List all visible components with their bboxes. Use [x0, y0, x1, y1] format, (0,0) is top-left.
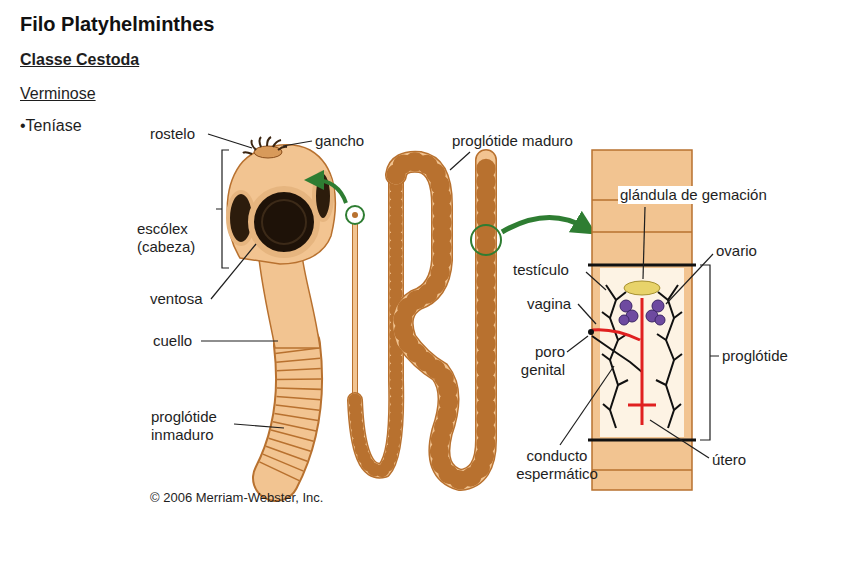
part-label: ovario [716, 242, 757, 260]
heading-text: Verminose [20, 85, 96, 103]
part-label: vagina [527, 295, 571, 313]
zoom-circle [471, 225, 501, 255]
proglottid-border [588, 265, 696, 440]
part-label: proglótide inmaduro [151, 408, 235, 444]
ovary [619, 300, 665, 325]
part-label: escólex (cabeza) [137, 220, 215, 256]
sperm-duct [592, 336, 642, 372]
immature-body [276, 345, 299, 478]
immature-body-outline [276, 345, 299, 478]
part-label: proglótide maduro [452, 132, 573, 150]
heading-text: Classe Cestoda [20, 51, 139, 69]
part-label: rostelo [150, 125, 195, 143]
neck [258, 250, 320, 348]
segment-lines [276, 350, 299, 478]
part-label: ventosa [150, 290, 203, 308]
part-label: conducto espermático [505, 447, 609, 483]
part-label: útero [712, 451, 746, 469]
sucker [251, 189, 317, 255]
part-label: testículo [513, 261, 569, 279]
part-label: proglótide [722, 347, 788, 365]
heading-text: •Teníase [20, 117, 82, 135]
part-label: glándula de gemación [618, 186, 769, 204]
zoom-dot [352, 212, 358, 218]
part-label: cuello [153, 332, 192, 350]
zoom-arrow [314, 180, 346, 203]
copyright-note: © 2006 Merriam-Webster, Inc. [150, 489, 323, 507]
part-label: gancho [315, 132, 364, 150]
zoom-circle [346, 206, 364, 224]
segment-lines [592, 200, 692, 470]
page-title: Filo Platyhelminthes [20, 12, 214, 36]
strobila [355, 160, 486, 480]
scolex [227, 145, 335, 264]
hooks [243, 137, 287, 154]
genital-pore [588, 329, 594, 335]
rostellum [254, 146, 282, 158]
leader-lines [201, 134, 719, 458]
gland [624, 281, 660, 295]
zoom-arrow [502, 217, 586, 232]
part-label: poro genital [505, 343, 565, 379]
sucker-ring [262, 200, 306, 244]
